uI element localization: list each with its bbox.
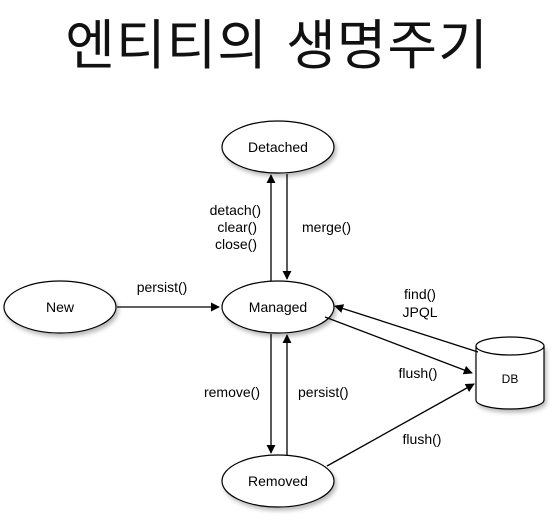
edge-label-flush-managed: flush() [399, 365, 438, 381]
edge-label-find: find() [404, 286, 436, 302]
edge-label-flush-removed: flush() [403, 431, 442, 447]
database-cylinder: DB [475, 336, 545, 410]
state-detached: Detached [221, 120, 335, 174]
state-new-label: New [46, 299, 75, 315]
edge-label-detach: detach() [210, 202, 261, 218]
edge-label-remove: remove() [204, 384, 260, 400]
edge-label-persist-removed: persist() [298, 384, 349, 400]
edge-label-close: close() [215, 236, 257, 252]
edge-label-persist-new: persist() [137, 279, 188, 295]
edge-label-clear: clear() [217, 219, 257, 235]
state-removed: Removed [221, 454, 335, 508]
state-removed-label: Removed [248, 473, 308, 489]
edge-removed-to-db [326, 383, 475, 467]
edge-label-merge: merge() [302, 219, 351, 235]
state-new: New [3, 280, 117, 334]
state-managed: Managed [221, 280, 335, 334]
edge-label-jpql: JPQL [402, 304, 437, 320]
page-title: 엔티티의 생명주기 [65, 14, 489, 77]
edge-managed-to-db [324, 316, 473, 375]
database-label: DB [502, 372, 519, 386]
edge-db-to-managed [334, 304, 479, 353]
state-detached-label: Detached [248, 139, 308, 155]
state-managed-label: Managed [249, 299, 307, 315]
